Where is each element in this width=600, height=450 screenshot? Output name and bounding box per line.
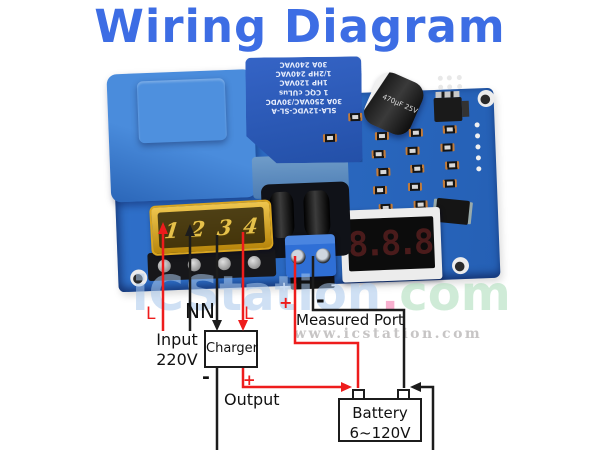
- battery-positive-terminal: [352, 389, 365, 400]
- label-measured-port: Measured Port: [296, 311, 404, 329]
- label-live-2: L: [244, 304, 254, 324]
- arrow-terminal1: [158, 222, 168, 234]
- arrow-battery-positive: [341, 382, 352, 392]
- wire-charger-positive: [241, 368, 344, 389]
- label-input-line1: Input: [156, 330, 198, 349]
- label-live-1: L: [146, 304, 156, 324]
- watermark-url: www.icstation.com: [294, 326, 483, 342]
- wire-battery-negative: [414, 385, 435, 450]
- arrow-battery-negative: [410, 382, 421, 392]
- battery-voltage: 6~120V: [349, 424, 411, 443]
- battery-negative-terminal: [397, 389, 410, 400]
- arrow-charger-n: [212, 320, 222, 331]
- label-measure-minus: -: [316, 288, 325, 312]
- battery-label: Battery: [352, 404, 408, 422]
- label-neutral: NN: [185, 299, 215, 323]
- wire-measure-positive: [293, 256, 360, 388]
- label-output-plus: +: [243, 371, 256, 389]
- page-title: Wiring Diagram: [94, 0, 506, 53]
- battery-box: Battery 6~120V: [338, 398, 422, 442]
- label-measure-plus: +: [279, 293, 293, 312]
- arrow-charger-l: [238, 320, 248, 331]
- label-output: Output: [224, 390, 280, 409]
- label-input: Input 220V: [147, 330, 207, 370]
- wire-measure-negative: [311, 256, 406, 388]
- arrow-terminal2: [185, 224, 195, 236]
- label-output-minus: -: [202, 366, 210, 388]
- charger-box: Charger: [204, 330, 258, 368]
- label-input-line2: 220V: [156, 350, 198, 369]
